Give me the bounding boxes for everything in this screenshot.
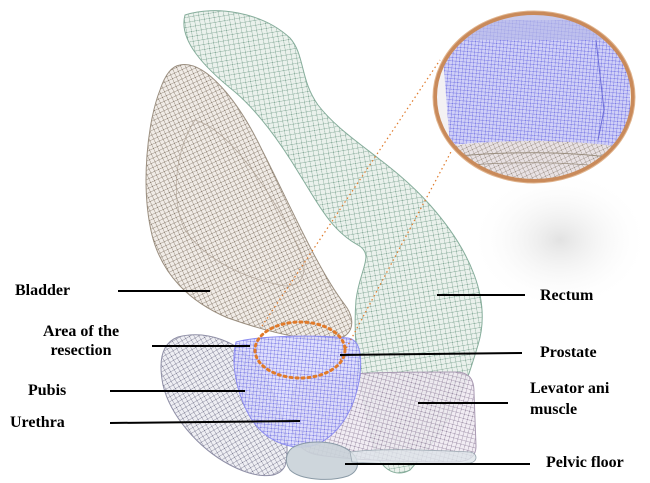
label-urethra: Urethra — [10, 413, 65, 432]
label-levator-ani-line1: Levator ani — [530, 379, 609, 398]
label-bladder: Bladder — [15, 281, 70, 300]
label-area-of-resection-line1: Area of the — [22, 322, 140, 341]
label-rectum: Rectum — [540, 286, 593, 305]
label-levator-ani-line2: muscle — [530, 400, 577, 419]
label-area-of-resection-line2: resection — [22, 341, 140, 360]
label-pelvic-floor: Pelvic floor — [546, 453, 624, 472]
zoom-inset — [430, 10, 640, 190]
label-prostate: Prostate — [540, 343, 597, 362]
label-pubis: Pubis — [28, 381, 66, 400]
